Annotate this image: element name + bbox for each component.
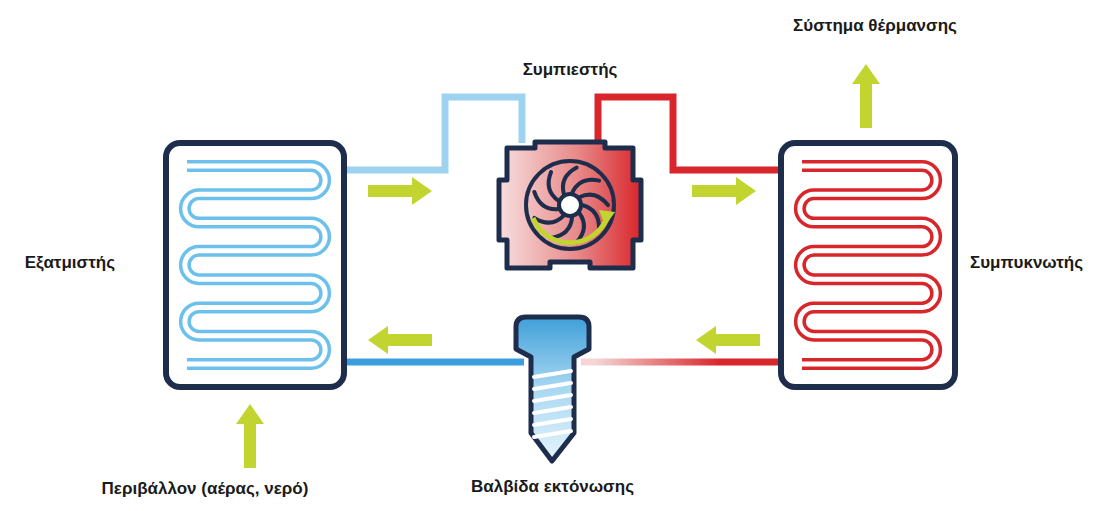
- label-holder: Βαλβίδα εκτόνωσης: [400, 477, 705, 497]
- output-label: Σύστημα θέρμανσης: [745, 16, 1005, 36]
- compressor-shape: [495, 140, 645, 275]
- refrigerant-pipe: [347, 359, 524, 366]
- evaporator-box-shape: [163, 140, 347, 390]
- label-holder: Συμπυκνωτής: [970, 253, 1118, 273]
- label-holder: Συμπιεστής: [450, 60, 690, 80]
- condenser-box-shape: [778, 140, 958, 390]
- part-name: Εξατμιστής: [0, 253, 115, 273]
- compressor: Συμπιεστής: [495, 140, 645, 275]
- expansion-valve-shape: [510, 315, 595, 465]
- evaporator-box: Εξατμιστής: [163, 140, 347, 390]
- part-name: Συμπυκνωτής: [970, 253, 1118, 273]
- part-name: Βαλβίδα εκτόνωσης: [400, 477, 705, 497]
- source-label: Περιβάλλον (αέρας, νερό): [70, 479, 340, 499]
- refrigerant-pipe: [347, 97, 522, 170]
- expansion-valve: Βαλβίδα εκτόνωσης: [510, 315, 595, 465]
- label-holder: Εξατμιστής: [0, 253, 115, 273]
- condenser-box: Συμπυκνωτής: [778, 140, 958, 390]
- refrigerant-pipe: [581, 359, 778, 366]
- part-name: Συμπιεστής: [450, 60, 690, 80]
